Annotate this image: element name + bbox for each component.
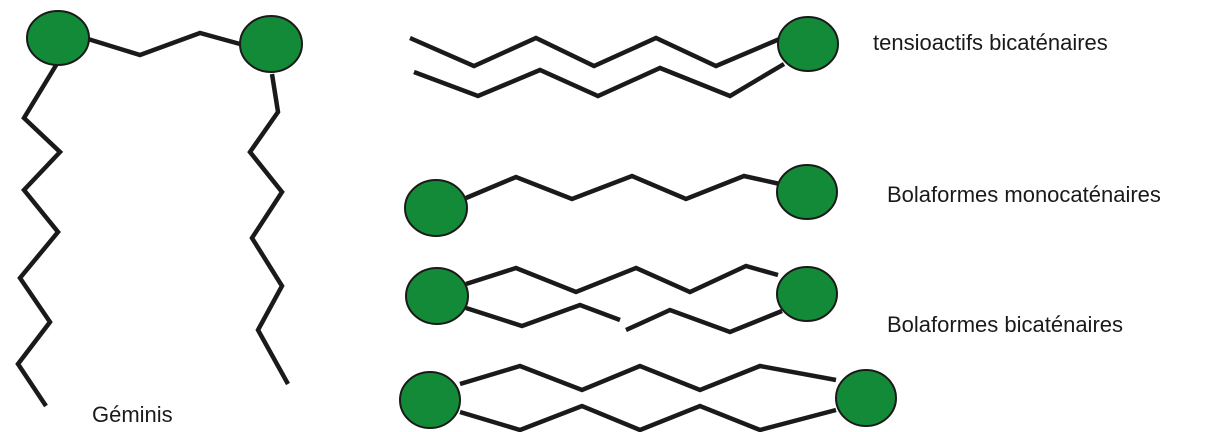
label-tensioactifs-bicatenaires: tensioactifs bicaténaires — [873, 30, 1108, 55]
bola-double-a-lower-right-tail — [625, 307, 783, 335]
bola-single-right-head — [776, 164, 838, 220]
bola-double-a-upper-tail — [465, 263, 779, 295]
label-bolaformes-monocatenaires: Bolaformes monocaténaires — [887, 182, 1161, 207]
bola-single-left-head — [404, 179, 468, 237]
double-chain-lower-tail — [413, 62, 786, 99]
gemini-left-head — [26, 10, 90, 66]
bola-double-b-right-head — [835, 369, 897, 427]
gemini-spacer-chain — [87, 30, 241, 58]
bola-double-a-lower-left-tail — [465, 302, 621, 329]
gemini-right-head — [239, 15, 303, 73]
double-chain-surfactant — [409, 16, 839, 99]
bola-single-tail — [465, 173, 781, 202]
gemini-right-tail — [247, 73, 290, 386]
label-geminis: Géminis — [92, 402, 173, 427]
bola-double-a-left-head — [405, 267, 469, 325]
bola-double-a-right-head — [776, 266, 838, 322]
label-bolaformes-bicatenaires: Bolaformes bicaténaires — [887, 312, 1123, 337]
gemini-left-tail — [15, 60, 64, 408]
bola-double-b-upper-tail — [459, 363, 837, 393]
gemini-surfactant — [15, 10, 303, 408]
bola-double-b-left-head — [399, 371, 461, 429]
double-chain-head — [777, 16, 839, 72]
bolaform-double-chain-a — [405, 263, 838, 335]
bola-double-b-lower-tail — [459, 403, 837, 432]
bolaform-double-chain-b — [399, 363, 897, 432]
double-chain-upper-tail — [409, 35, 783, 69]
bolaform-single-chain — [404, 164, 838, 237]
